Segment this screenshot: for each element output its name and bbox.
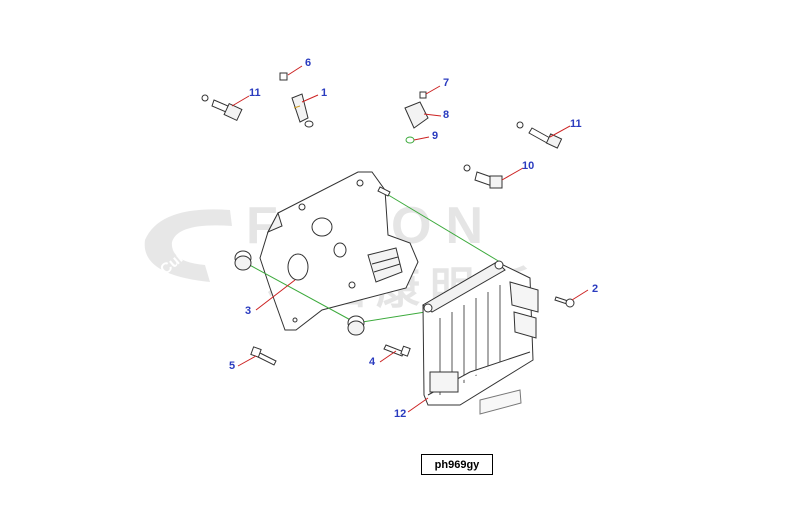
speed-sensor bbox=[463, 164, 503, 189]
callout-4: 4 bbox=[369, 356, 376, 368]
callout-10: 10 bbox=[522, 160, 535, 172]
temperature-sensor-right bbox=[516, 121, 563, 149]
ecm-mounting-bracket bbox=[259, 171, 419, 331]
callout-12: 12 bbox=[394, 408, 407, 420]
position-sensor bbox=[279, 72, 314, 128]
callout-3: 3 bbox=[245, 305, 252, 317]
cummins-logo-watermark: Cummins bbox=[144, 209, 232, 282]
callout-11-right: 11 bbox=[570, 118, 582, 130]
callout-5: 5 bbox=[229, 360, 236, 372]
callout-1: 1 bbox=[321, 87, 328, 99]
callout-11-left: 11 bbox=[249, 87, 261, 99]
diagram-id-label: ph969gy bbox=[421, 454, 493, 475]
bolt-part-4 bbox=[383, 344, 411, 357]
pressure-sensor bbox=[404, 91, 429, 144]
callout-6: 6 bbox=[305, 57, 312, 69]
ecm-module bbox=[422, 260, 539, 415]
callout-leader-lines bbox=[231, 65, 589, 413]
callout-7: 7 bbox=[443, 77, 450, 89]
callout-8: 8 bbox=[443, 109, 450, 121]
bolt-part-5 bbox=[250, 346, 277, 366]
bolt-part-2 bbox=[554, 296, 575, 308]
callout-2: 2 bbox=[592, 283, 599, 295]
temperature-sensor-left bbox=[201, 94, 243, 122]
rubber-isolator bbox=[234, 250, 365, 336]
callout-9: 9 bbox=[432, 130, 439, 142]
spacer-stud bbox=[377, 186, 391, 197]
